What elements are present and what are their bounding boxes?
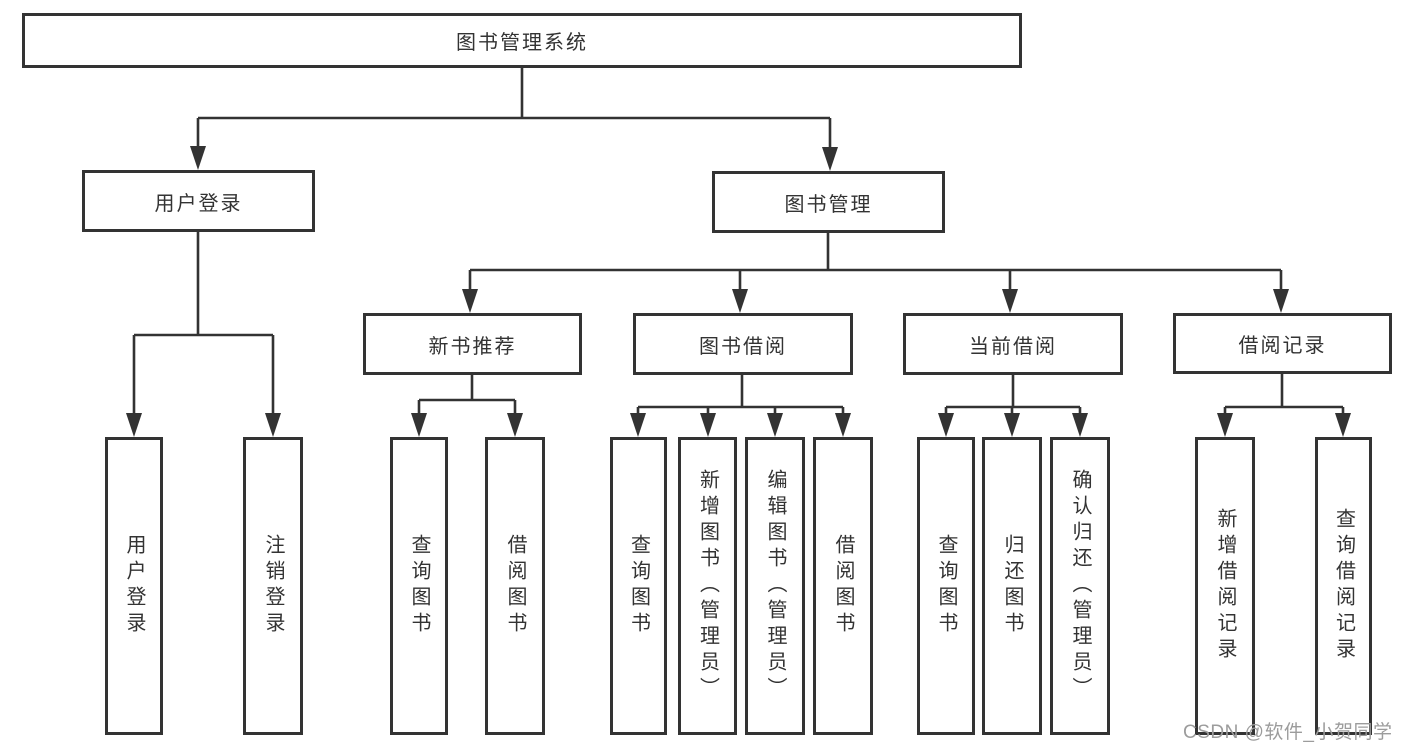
node-label: 查询图书 — [408, 534, 430, 638]
node-label: 查询图书 — [627, 534, 650, 638]
node-label: 图书借阅 — [699, 335, 787, 358]
node-label: 归还图书 — [1001, 534, 1023, 638]
connector-borrowrecords-to-leaves — [1223, 374, 1345, 413]
node-label: 新书推荐 — [428, 335, 517, 358]
leaf-borrow-books: 借阅图书 — [813, 437, 873, 735]
node-book-borrow: 图书借阅 — [633, 313, 853, 375]
node-label: 查询图书 — [935, 534, 957, 638]
node-label: 图书管理系统 — [456, 32, 588, 54]
node-label: 用户登录 — [123, 534, 145, 638]
leaf-borrow-books-recommend: 借阅图书 — [485, 437, 545, 735]
connector-currentborrow-to-leaves — [944, 375, 1082, 413]
node-label: 当前借阅 — [969, 335, 1057, 358]
node-book-management: 图书管理 — [712, 171, 945, 233]
node-label: 用户登录 — [154, 192, 243, 215]
node-current-borrow: 当前借阅 — [903, 313, 1123, 375]
node-label: 确认归还（管理员） — [1069, 469, 1091, 703]
leaf-return-books: 归还图书 — [982, 437, 1042, 735]
leaf-logout: 注销登录 — [243, 437, 303, 735]
node-borrow-records: 借阅记录 — [1173, 313, 1392, 374]
leaf-query-books-borrow: 查询图书 — [610, 437, 667, 735]
leaf-query-books-current: 查询图书 — [917, 437, 975, 735]
node-label: 借阅图书 — [504, 534, 526, 638]
node-label: 新增图书（管理员） — [696, 469, 719, 703]
csdn-watermark: CSDN @软件_小贺同学 — [1183, 722, 1393, 743]
connector-root-to-level2 — [196, 68, 832, 149]
connector-userlogin-to-leaves — [132, 232, 275, 413]
arrowheads — [126, 146, 1351, 437]
node-user-login: 用户登录 — [82, 170, 315, 232]
connector-bookborrow-to-leaves — [636, 375, 845, 413]
leaf-user-login: 用户登录 — [105, 437, 163, 735]
connector-newbook-to-leaves — [417, 375, 517, 413]
leaf-query-borrow-record: 查询借阅记录 — [1315, 437, 1372, 735]
leaf-add-books-admin: 新增图书（管理员） — [678, 437, 737, 735]
node-label: 借阅图书 — [832, 534, 854, 638]
connector-bookmgmt-to-level3 — [468, 233, 1283, 289]
leaf-edit-books-admin: 编辑图书（管理员） — [745, 437, 805, 735]
node-label: 借阅记录 — [1238, 335, 1327, 357]
node-library-management-system: 图书管理系统 — [22, 13, 1022, 68]
node-label: 图书管理 — [784, 193, 873, 216]
leaf-query-books-recommend: 查询图书 — [390, 437, 448, 735]
node-new-book-recommend: 新书推荐 — [363, 313, 582, 375]
node-label: 注销登录 — [262, 534, 284, 638]
leaf-add-borrow-record: 新增借阅记录 — [1195, 437, 1255, 735]
node-label: 编辑图书（管理员） — [764, 469, 786, 703]
node-label: 查询借阅记录 — [1332, 508, 1355, 664]
leaf-confirm-return-admin: 确认归还（管理员） — [1050, 437, 1110, 735]
node-label: 新增借阅记录 — [1214, 508, 1236, 664]
